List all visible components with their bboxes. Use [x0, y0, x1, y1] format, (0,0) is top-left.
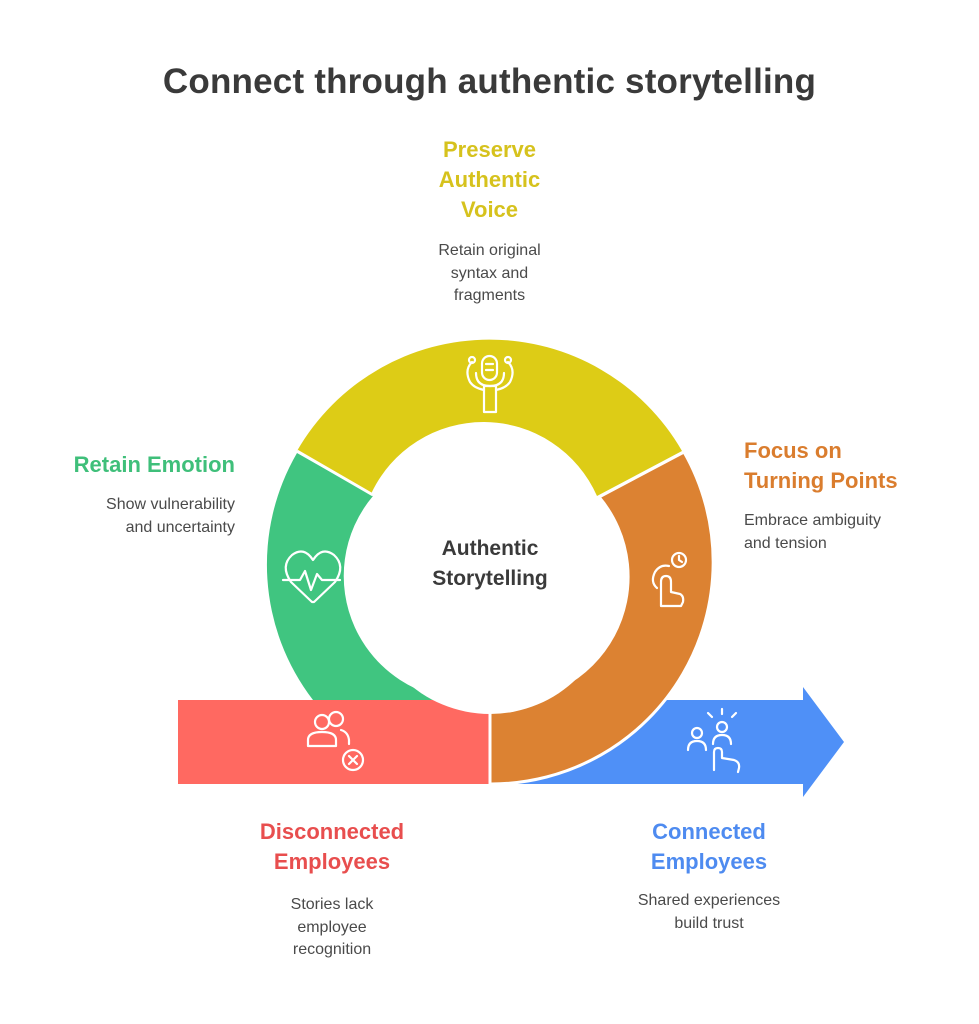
connected-description: Shared experiences build trust	[637, 892, 781, 932]
microphone-icon	[466, 354, 514, 414]
heartbeat-icon	[281, 550, 342, 604]
turning-title: Focus on Turning Points	[744, 438, 898, 493]
page-title: Connect through authentic storytelling	[162, 62, 817, 101]
disconnected-description: Stories lack employee recognition	[290, 896, 374, 958]
emotion-description: Show vulnerability and uncertainty	[106, 496, 235, 536]
hand-clock-icon	[651, 551, 688, 608]
emotion-title: Retain Emotion	[73, 452, 235, 477]
voice-segment	[297, 339, 682, 496]
users-x-icon	[306, 710, 365, 772]
emotion-segment	[266, 453, 466, 700]
center-label: Authentic Storytelling	[432, 537, 548, 590]
connected-title: Connected Employees	[650, 819, 768, 874]
disconnected-title: Disconnected Employees	[259, 819, 405, 874]
voice-title: Preserve Authentic Voice	[438, 137, 541, 222]
turning-description: Embrace ambiguity and tension	[744, 512, 881, 552]
users-touch-icon	[686, 707, 741, 774]
disconnected-bar	[178, 700, 490, 784]
turning-segment	[488, 449, 715, 786]
voice-description: Retain original syntax and fragments	[438, 242, 541, 304]
